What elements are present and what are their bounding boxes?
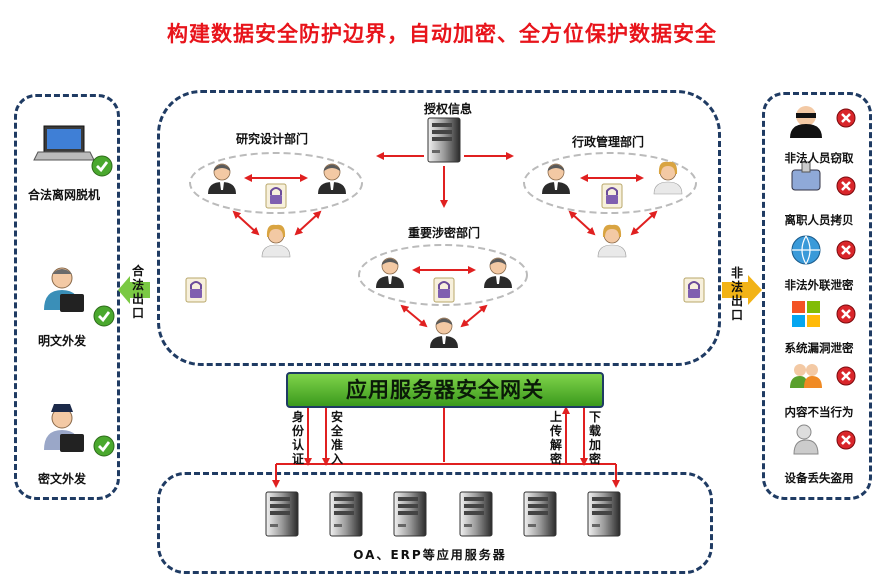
person-icon-admin-2 — [653, 161, 683, 195]
x-icon-illegal-theft — [835, 107, 857, 129]
app-server-icon-2 — [329, 491, 363, 537]
person-icon-rd-1 — [207, 163, 237, 195]
person-icon-rd-3 — [261, 224, 291, 258]
legal-exit-arrow — [118, 276, 150, 304]
label-device-lost: 设备丢失盗用 — [784, 471, 854, 485]
label-improper-content: 内容不当行为 — [784, 405, 854, 419]
label-upload-decrypt: 上传解密 — [549, 410, 562, 466]
center-panel — [157, 90, 721, 366]
label-download-encrypt: 下载加密 — [588, 410, 601, 466]
label-external-leak: 非法外联泄密 — [784, 278, 854, 292]
person-icon-secret-2 — [483, 257, 513, 289]
label-resigned-copy: 离职人员拷贝 — [784, 213, 854, 227]
auth-server-icon — [427, 117, 461, 163]
doc-lock-icon-illegal-exit — [683, 277, 705, 303]
dept-rd-group — [189, 152, 363, 214]
person-icon-secret-1 — [375, 257, 405, 289]
dept-secret-group — [358, 244, 528, 306]
globe-icon — [791, 235, 821, 265]
windows-logo-icon — [792, 301, 820, 327]
lock-file-icon-legal-exit — [185, 277, 207, 303]
app-server-icon-4 — [459, 491, 493, 537]
x-icon-improper-content — [835, 365, 857, 387]
check-icon-ciphertext — [92, 434, 116, 458]
laptop-icon — [33, 125, 95, 161]
person-icon-secret-3 — [429, 317, 459, 349]
label-dept-secret: 重要涉密部门 — [408, 226, 481, 240]
label-identity-auth: 身份认证 — [291, 410, 304, 466]
check-icon-offline — [90, 154, 114, 178]
app-server-icon-1 — [265, 491, 299, 537]
device-lost-icon — [793, 424, 819, 455]
lock-file-icon-admin — [601, 183, 623, 209]
app-server-icon-5 — [523, 491, 557, 537]
app-server-icon-6 — [587, 491, 621, 537]
lock-file-icon-rd — [265, 183, 287, 209]
label-offline-legal: 合法离网脱机 — [28, 188, 101, 202]
label-dept-admin: 行政管理部门 — [572, 135, 645, 149]
check-icon-plaintext — [92, 304, 116, 328]
lock-file-icon-secret — [433, 277, 455, 303]
right-panel — [762, 92, 872, 500]
label-illegal-exit: 非法出口 — [730, 266, 743, 322]
label-system-vuln: 系统漏洞泄密 — [784, 341, 854, 355]
label-ciphertext-send: 密文外发 — [38, 472, 87, 486]
label-app-servers: OA、ERP等应用服务器 — [353, 548, 507, 562]
x-icon-device-lost — [835, 429, 857, 451]
user-briefcase-icon-plaintext — [44, 267, 84, 312]
security-gateway: 应用服务器安全网关 — [286, 372, 604, 408]
label-legal-exit: 合法出口 — [131, 264, 144, 320]
label-dept-rd: 研究设计部门 — [236, 132, 309, 146]
server-panel — [157, 472, 713, 574]
left-panel — [14, 94, 120, 500]
label-illegal-theft: 非法人员窃取 — [784, 151, 854, 165]
app-server-icon-3 — [393, 491, 427, 537]
person-icon-admin-3 — [597, 224, 627, 258]
label-auth-info: 授权信息 — [424, 102, 473, 116]
illegal-exit-arrow — [722, 275, 762, 305]
thief-icon — [790, 106, 822, 138]
x-icon-system-vuln — [835, 303, 857, 325]
person-icon-rd-2 — [317, 163, 347, 195]
police-briefcase-icon-ciphertext — [44, 404, 84, 452]
x-icon-copy — [835, 175, 857, 197]
x-icon-external-leak — [835, 239, 857, 261]
label-secure-access: 安全准入 — [330, 410, 343, 466]
label-plaintext-send: 明文外发 — [38, 334, 87, 348]
usb-copy-icon — [791, 161, 821, 191]
dept-admin-group — [523, 152, 697, 214]
page-title: 构建数据安全防护边界，自动加密、全方位保护数据安全 — [167, 22, 717, 46]
users-group-icon — [790, 364, 822, 388]
person-icon-admin-1 — [541, 163, 571, 195]
